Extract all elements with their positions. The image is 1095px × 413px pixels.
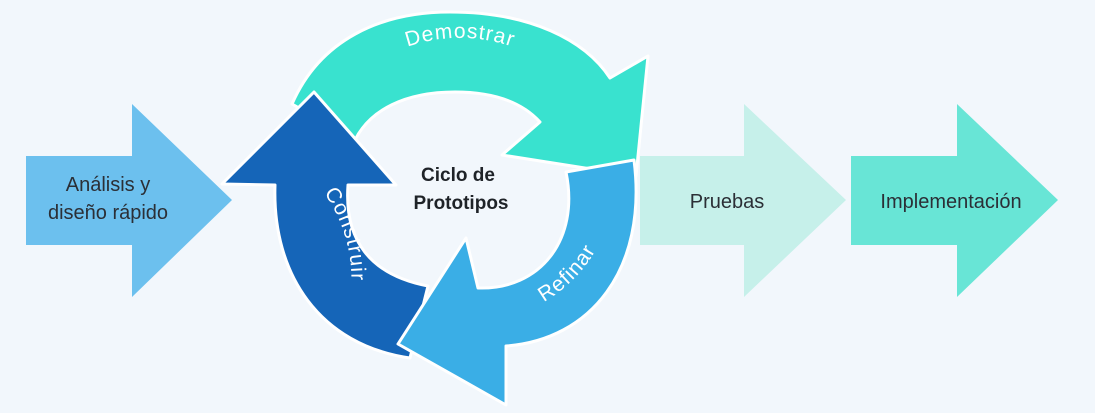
- deployment-arrow-shape: [851, 104, 1058, 297]
- build-arrow-shape: [220, 90, 430, 360]
- analysis-label-line1: Análisis y: [66, 174, 150, 196]
- testing-arrow-shape: [640, 104, 846, 297]
- cycle-title-line2: Prototipos: [414, 193, 509, 214]
- cycle-title-line1: Ciclo de: [421, 165, 495, 186]
- analysis-label-line2: diseño rápido: [48, 202, 168, 224]
- testing-step: Pruebas: [640, 104, 846, 297]
- analysis-arrow-shape: [26, 104, 232, 297]
- testing-label: Pruebas: [690, 191, 765, 213]
- analysis-step: Análisis y diseño rápido: [26, 104, 232, 297]
- build-segment: Construir: [220, 90, 430, 360]
- deployment-label: Implementación: [880, 191, 1021, 213]
- demonstrate-segment: Demostrar: [290, 10, 650, 178]
- refine-arrow-shape: [396, 158, 638, 407]
- deployment-step: Implementación: [851, 104, 1058, 297]
- demonstrate-arrow-shape: [290, 10, 650, 178]
